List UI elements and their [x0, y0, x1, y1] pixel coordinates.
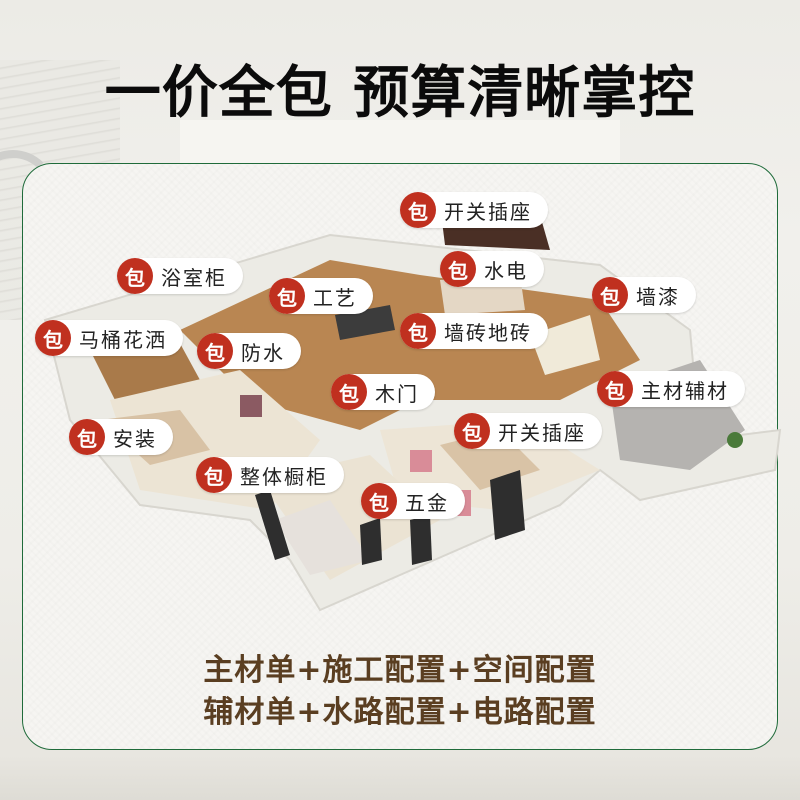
label-text: 浴室柜	[161, 265, 227, 290]
label-craftsmanship[interactable]: 包 工艺	[269, 278, 373, 314]
label-text: 开关插座	[444, 199, 532, 224]
label-wooden-doors[interactable]: 包 木门	[331, 374, 435, 410]
label-bathroom-cabinet[interactable]: 包 浴室柜	[117, 258, 243, 294]
label-main-aux-materials[interactable]: 包 主材辅材	[597, 371, 745, 407]
bao-badge-icon: 包	[361, 483, 397, 519]
page-title: 一价全包 预算清晰掌控	[104, 61, 696, 126]
label-waterproofing[interactable]: 包 防水	[197, 333, 301, 369]
label-switch-socket[interactable]: 包 开关插座	[400, 192, 548, 228]
bao-badge-icon: 包	[331, 374, 367, 410]
feature-line-1: 主材单+施工配置+空间配置	[203, 653, 597, 688]
label-kitchen-cabinets[interactable]: 包 整体橱柜	[196, 457, 344, 493]
label-text: 开关插座	[498, 420, 586, 445]
bao-badge-icon: 包	[35, 320, 71, 356]
bao-badge-icon: 包	[592, 277, 628, 313]
label-installation[interactable]: 包 安装	[69, 419, 173, 455]
label-water-electric[interactable]: 包 水电	[440, 251, 544, 287]
label-wall-paint[interactable]: 包 墙漆	[592, 277, 696, 313]
bao-badge-icon: 包	[597, 371, 633, 407]
label-hardware[interactable]: 包 五金	[361, 483, 465, 519]
label-text: 整体橱柜	[240, 464, 328, 489]
bao-badge-icon: 包	[117, 258, 153, 294]
background-lamp	[0, 150, 56, 236]
label-text: 主材辅材	[641, 378, 729, 403]
label-text: 五金	[405, 490, 449, 515]
label-text: 马桶花洒	[79, 327, 167, 352]
bao-badge-icon: 包	[454, 413, 490, 449]
background-floor	[0, 755, 800, 800]
label-switch-socket-2[interactable]: 包 开关插座	[454, 413, 602, 449]
bao-badge-icon: 包	[197, 333, 233, 369]
bao-badge-icon: 包	[400, 313, 436, 349]
label-text: 墙漆	[636, 284, 680, 309]
label-wall-floor-tiles[interactable]: 包 墙砖地砖	[400, 313, 548, 349]
label-text: 水电	[484, 258, 528, 283]
bao-badge-icon: 包	[440, 251, 476, 287]
bao-badge-icon: 包	[269, 278, 305, 314]
label-text: 木门	[375, 381, 419, 406]
bao-badge-icon: 包	[196, 457, 232, 493]
feature-summary: 主材单+施工配置+空间配置 辅材单+水路配置+电路配置	[0, 650, 800, 734]
label-text: 工艺	[313, 285, 357, 310]
feature-line-2: 辅材单+水路配置+电路配置	[203, 695, 597, 730]
label-text: 墙砖地砖	[444, 320, 532, 345]
bao-badge-icon: 包	[400, 192, 436, 228]
label-text: 防水	[241, 340, 285, 365]
label-toilet-shower[interactable]: 包 马桶花洒	[35, 320, 183, 356]
bao-badge-icon: 包	[69, 419, 105, 455]
label-text: 安装	[113, 426, 157, 451]
